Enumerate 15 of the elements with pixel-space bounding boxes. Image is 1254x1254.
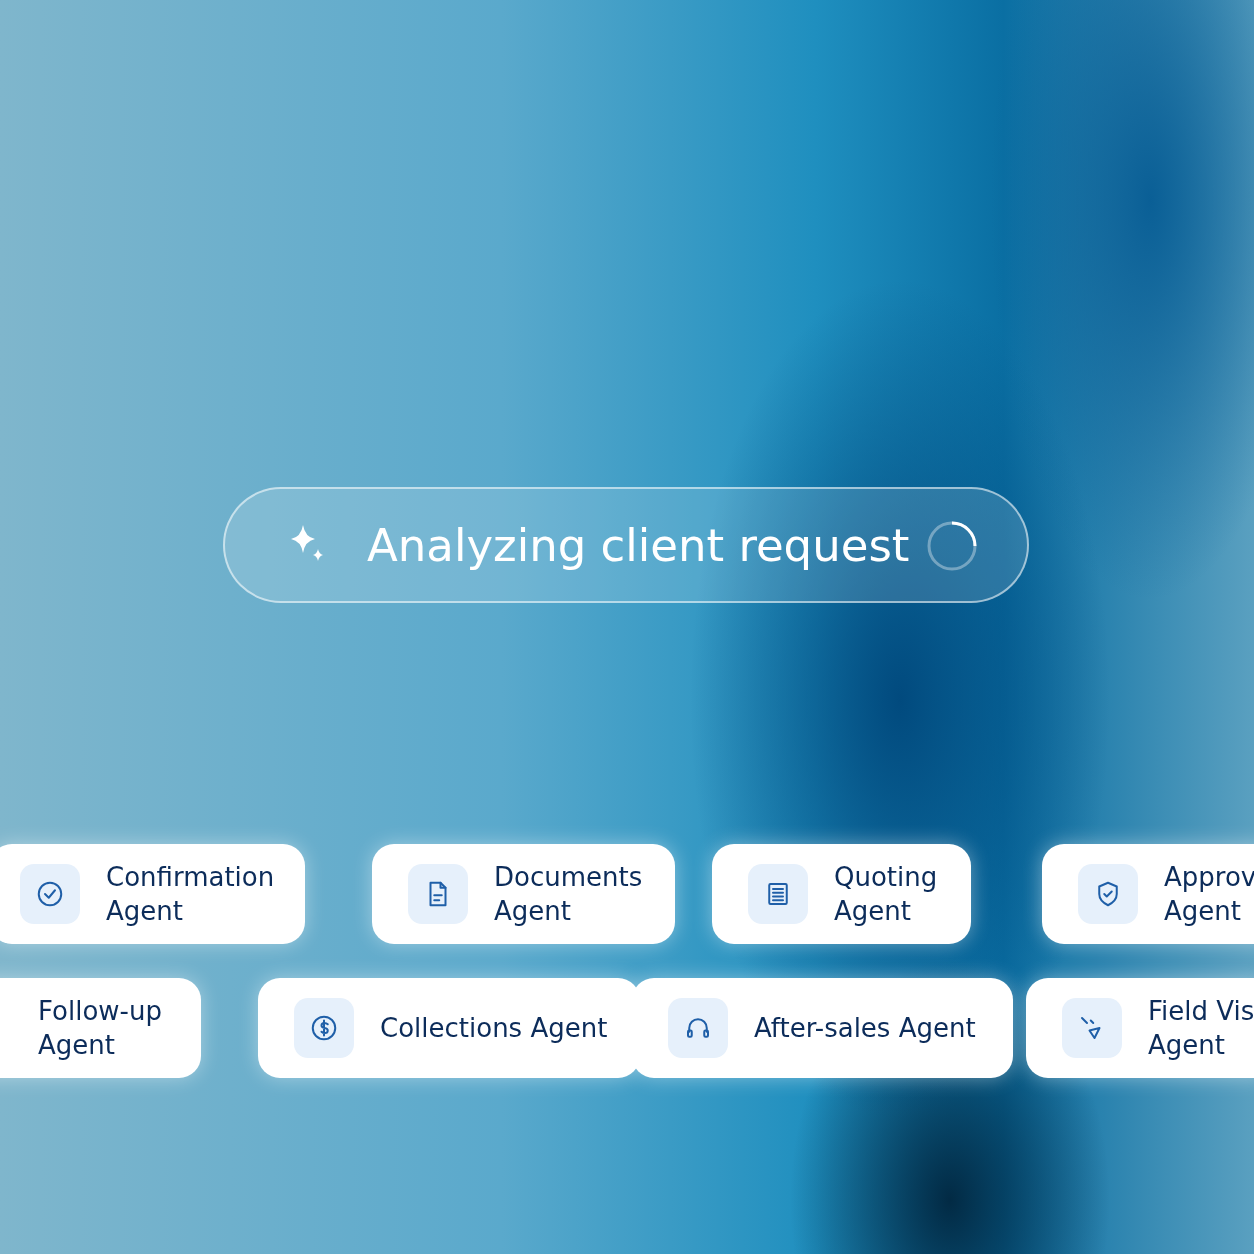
agent-card xyxy=(0,978,201,1078)
agent-card xyxy=(1042,844,1254,944)
agent-name: Quoting Agent xyxy=(834,861,939,928)
agent-card xyxy=(1026,978,1254,1078)
status-text: Analyzing client request xyxy=(367,519,910,572)
agent-name: Documents Agent xyxy=(494,861,644,928)
agent-card xyxy=(632,978,1013,1078)
agent-name: Collections Agent xyxy=(380,1012,609,1045)
agent-name: Field Vis Agent xyxy=(1148,995,1254,1062)
agent-name: Follow-up Agent xyxy=(38,995,163,1062)
agent-card xyxy=(372,844,675,944)
agent-name: After-sales Agent xyxy=(754,1012,977,1045)
agent-name: Confirmation Agent xyxy=(106,861,276,928)
agent-card xyxy=(0,844,305,944)
agent-card xyxy=(712,844,971,944)
